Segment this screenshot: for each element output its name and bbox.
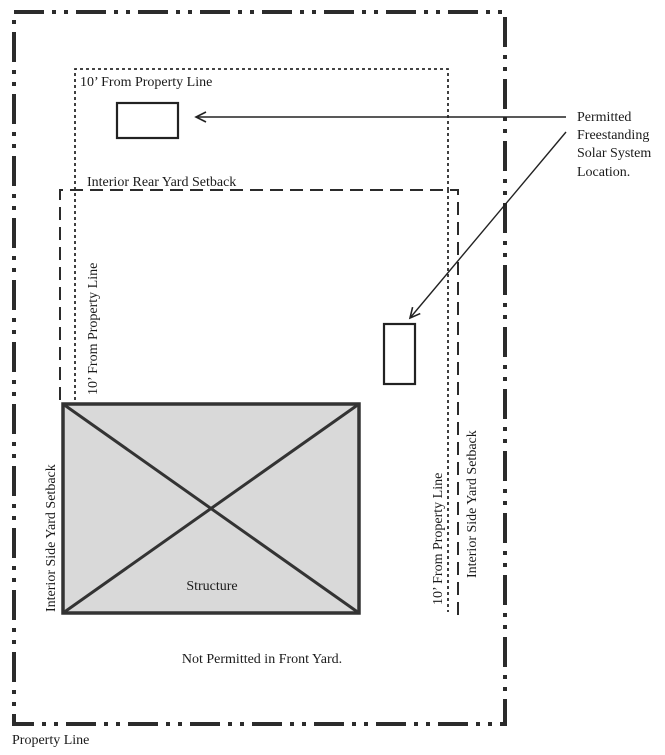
left-setback-label: Interior Side Yard Setback — [44, 464, 59, 612]
right-setback-label: Interior Side Yard Setback — [465, 430, 480, 578]
callout-line-1: Permitted — [577, 110, 631, 125]
rear-offset-label: 10’ From Property Line — [80, 75, 212, 90]
property-line-boundary — [12, 10, 507, 726]
solar-location-rear — [115, 101, 180, 140]
left-offset-label: 10’ From Property Line — [86, 263, 101, 395]
callout-arrow-side — [408, 131, 567, 320]
callout-line-2: Freestanding — [577, 128, 649, 143]
rear-offset-line — [74, 68, 449, 400]
permitted-location-callout: Permitted Freestanding Solar System Loca… — [577, 110, 651, 180]
front-yard-label: Not Permitted in Front Yard. — [182, 652, 342, 667]
right-offset-label: 10’ From Property Line — [431, 473, 446, 605]
callout-line-3: Solar System — [577, 146, 651, 161]
rear-setback-label: Interior Rear Yard Setback — [87, 175, 236, 190]
structure-footprint — [61, 402, 361, 615]
structure-label: Structure — [186, 579, 237, 594]
rear-side-setback-line — [59, 189, 459, 615]
callout-line-4: Location. — [577, 165, 630, 180]
property-line-label: Property Line — [12, 733, 89, 748]
solar-location-side — [382, 322, 417, 386]
